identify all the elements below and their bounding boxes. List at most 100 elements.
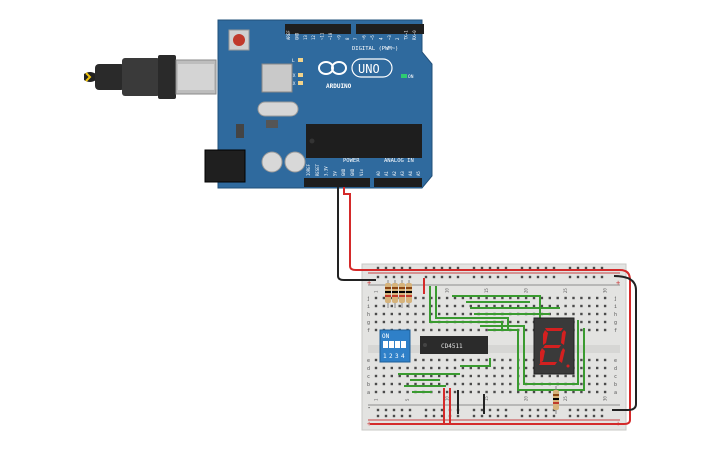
rail-hole[interactable] — [520, 414, 524, 418]
rail-hole[interactable] — [432, 414, 436, 418]
rail-hole[interactable] — [424, 275, 428, 279]
terminal-hole[interactable] — [548, 374, 551, 378]
terminal-hole[interactable] — [469, 312, 472, 316]
rail-hole[interactable] — [480, 414, 484, 418]
terminal-hole[interactable] — [414, 328, 417, 332]
terminal-hole[interactable] — [382, 312, 386, 316]
terminal-hole[interactable] — [501, 296, 504, 300]
terminal-hole[interactable] — [596, 366, 599, 370]
terminal-hole[interactable] — [477, 366, 480, 370]
terminal-hole[interactable] — [445, 382, 449, 386]
terminal-hole[interactable] — [477, 358, 480, 362]
terminal-hole[interactable] — [390, 374, 393, 378]
rail-hole[interactable] — [592, 266, 596, 270]
terminal-hole[interactable] — [461, 382, 465, 386]
terminal-hole[interactable] — [422, 358, 425, 362]
rail-hole[interactable] — [424, 408, 428, 412]
terminal-hole[interactable] — [374, 382, 378, 386]
rail-hole[interactable] — [424, 266, 428, 270]
rail-hole[interactable] — [472, 275, 476, 279]
terminal-hole[interactable] — [509, 296, 512, 300]
terminal-hole[interactable] — [390, 304, 393, 308]
terminal-hole[interactable] — [501, 366, 504, 370]
terminal-hole[interactable] — [398, 382, 401, 386]
terminal-hole[interactable] — [485, 358, 488, 362]
rail-hole[interactable] — [496, 408, 500, 412]
terminal-hole[interactable] — [493, 304, 496, 308]
terminal-hole[interactable] — [430, 304, 433, 308]
rail-hole[interactable] — [400, 275, 404, 279]
terminal-hole[interactable] — [438, 296, 441, 300]
terminal-hole[interactable] — [524, 328, 528, 332]
terminal-hole[interactable] — [485, 328, 488, 332]
terminal-hole[interactable] — [501, 304, 504, 308]
terminal-hole[interactable] — [469, 328, 472, 332]
terminal-hole[interactable] — [414, 320, 417, 324]
terminal-hole[interactable] — [430, 358, 433, 362]
terminal-hole[interactable] — [382, 296, 386, 300]
terminal-hole[interactable] — [524, 366, 528, 370]
terminal-hole[interactable] — [580, 390, 583, 394]
rail-hole[interactable] — [504, 266, 508, 270]
terminal-hole[interactable] — [422, 296, 425, 300]
terminal-hole[interactable] — [556, 312, 559, 316]
rail-hole[interactable] — [600, 408, 604, 412]
terminal-hole[interactable] — [564, 296, 567, 300]
terminal-hole[interactable] — [453, 304, 457, 308]
rail-hole[interactable] — [408, 275, 412, 279]
rail-hole[interactable] — [552, 414, 556, 418]
rail-hole[interactable] — [472, 266, 476, 270]
rail-hole[interactable] — [432, 408, 436, 412]
rail-hole[interactable] — [576, 266, 580, 270]
terminal-hole[interactable] — [406, 374, 409, 378]
terminal-hole[interactable] — [580, 358, 583, 362]
terminal-hole[interactable] — [374, 320, 378, 324]
terminal-hole[interactable] — [461, 296, 465, 300]
rail-hole[interactable] — [384, 275, 388, 279]
terminal-hole[interactable] — [438, 358, 441, 362]
terminal-hole[interactable] — [564, 390, 567, 394]
terminal-hole[interactable] — [485, 366, 488, 370]
terminal-hole[interactable] — [461, 312, 465, 316]
terminal-hole[interactable] — [580, 304, 583, 308]
dip-switch[interactable]: ON 1 2 3 4 — [379, 329, 411, 363]
rail-hole[interactable] — [528, 266, 532, 270]
rail-hole[interactable] — [440, 408, 444, 412]
terminal-hole[interactable] — [580, 328, 583, 332]
rail-hole[interactable] — [600, 275, 604, 279]
terminal-hole[interactable] — [556, 374, 559, 378]
rail-hole[interactable] — [544, 266, 548, 270]
terminal-hole[interactable] — [596, 328, 599, 332]
terminal-hole[interactable] — [603, 304, 607, 308]
rail-hole[interactable] — [544, 414, 548, 418]
terminal-hole[interactable] — [382, 320, 386, 324]
rail-hole[interactable] — [488, 408, 492, 412]
terminal-hole[interactable] — [588, 328, 591, 332]
terminal-hole[interactable] — [453, 312, 457, 316]
terminal-hole[interactable] — [374, 328, 378, 332]
terminal-hole[interactable] — [382, 374, 386, 378]
resistor-array[interactable] — [385, 280, 412, 308]
terminal-hole[interactable] — [548, 296, 551, 300]
terminal-hole[interactable] — [469, 366, 472, 370]
terminal-hole[interactable] — [572, 304, 575, 308]
rail-hole[interactable] — [528, 414, 532, 418]
terminal-hole[interactable] — [390, 296, 393, 300]
terminal-hole[interactable] — [390, 382, 393, 386]
terminal-hole[interactable] — [509, 374, 512, 378]
terminal-hole[interactable] — [398, 304, 401, 308]
terminal-hole[interactable] — [493, 366, 496, 370]
rail-hole[interactable] — [536, 275, 540, 279]
terminal-hole[interactable] — [406, 390, 409, 394]
terminal-hole[interactable] — [414, 358, 417, 362]
terminal-hole[interactable] — [398, 366, 401, 370]
rail-hole[interactable] — [576, 414, 580, 418]
terminal-hole[interactable] — [588, 312, 591, 316]
terminal-hole[interactable] — [509, 390, 512, 394]
dip-toggle-3[interactable] — [395, 341, 400, 348]
terminal-hole[interactable] — [414, 312, 417, 316]
terminal-hole[interactable] — [406, 366, 409, 370]
terminal-hole[interactable] — [438, 328, 441, 332]
terminal-hole[interactable] — [438, 304, 441, 308]
